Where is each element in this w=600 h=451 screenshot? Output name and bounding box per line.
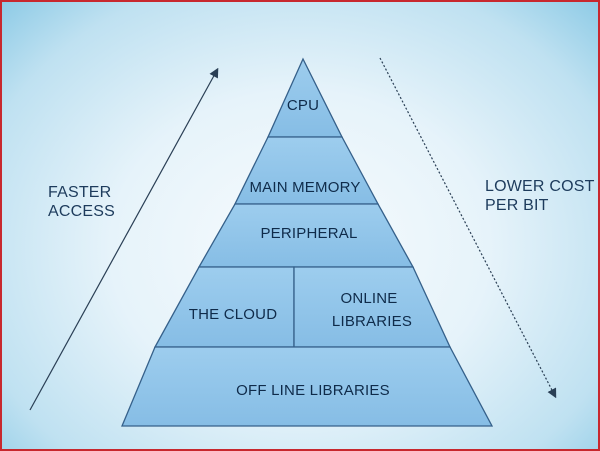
lower-cost-arrow	[379, 57, 557, 399]
tier-label-main-memory: MAIN MEMORY	[249, 179, 360, 196]
tier-label-cpu: CPU	[287, 97, 319, 114]
lower-cost-line1: LOWER COST	[485, 178, 595, 195]
faster-access-label: FASTER ACCESS	[48, 183, 115, 221]
tier-label-online-libraries-line2: LIBRARIES	[332, 313, 412, 330]
tier-label-the-cloud: THE CLOUD	[189, 306, 277, 323]
lower-cost-line2: PER BIT	[485, 197, 549, 214]
tier-label-peripheral: PERIPHERAL	[260, 225, 357, 242]
faster-access-line1: FASTER	[48, 184, 112, 201]
tier-label-online-libraries-line1: ONLINE	[340, 290, 397, 307]
tier-online-libraries	[293, 266, 452, 348]
tier-offline-libraries	[121, 346, 494, 427]
tier-label-offline-libraries: OFF LINE LIBRARIES	[236, 382, 390, 399]
pyramid	[121, 57, 494, 427]
lower-cost-label: LOWER COST PER BIT	[485, 177, 595, 215]
faster-access-arrow	[29, 67, 219, 411]
faster-access-line2: ACCESS	[48, 203, 115, 220]
